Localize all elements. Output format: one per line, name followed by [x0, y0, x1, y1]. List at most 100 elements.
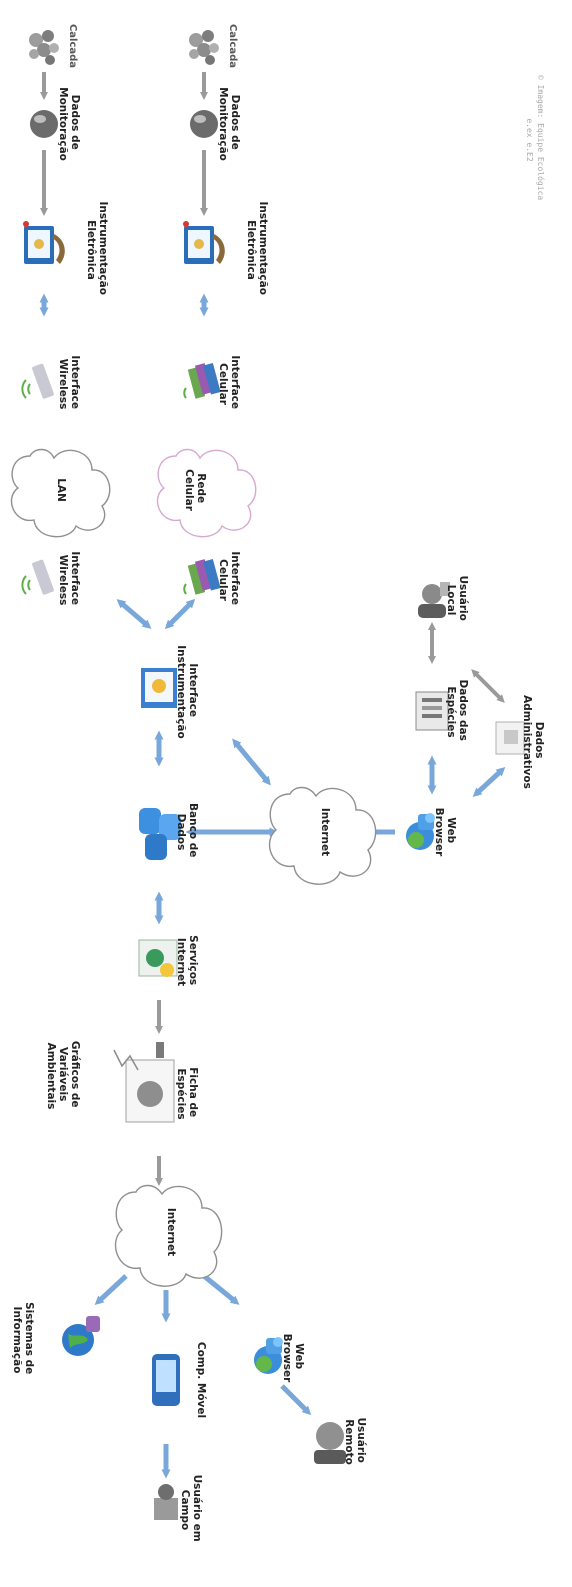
label-line: Browser — [433, 808, 445, 857]
label-line: Celular — [217, 363, 229, 406]
label-web-browser-mid: Web Browser — [433, 808, 457, 857]
label-usuario-remoto: Usuário Remoto — [343, 1418, 367, 1467]
labels: Calcada Calcada Dados de Monitoração Dad… — [11, 24, 546, 1546]
label-line: Interface — [229, 551, 241, 605]
label-line: Sistemas de — [23, 1302, 35, 1374]
label-line: Usuário — [457, 576, 469, 621]
label-interface-wireless-2: Interface Wireless — [57, 551, 81, 608]
label-interface-celular-2: Interface Celular — [217, 551, 241, 608]
label-usuario-local: Usuário Local — [445, 576, 469, 625]
local-user-icon — [418, 582, 450, 618]
label-line: Dados de — [69, 95, 81, 150]
internet-cloud-low — [114, 1184, 223, 1287]
label-line: Instrumentação — [257, 201, 269, 294]
label-line: Wireless — [57, 555, 69, 606]
label-interface-instrumentacao: Interface Instrumentação — [175, 645, 199, 738]
web-browser-icon — [254, 1337, 283, 1374]
label-line: Eletrônica — [85, 220, 97, 280]
label-line: Informação — [11, 1307, 23, 1374]
cellular-card-icon — [183, 558, 221, 595]
instrument-interface-icon — [141, 668, 177, 708]
label-servicos-internet: Serviços Internet — [175, 935, 199, 989]
arrows — [39, 72, 506, 1479]
watermark-line: e.ex e.E2 — [525, 118, 534, 162]
internet-cloud-mid — [268, 786, 377, 885]
arrow-admin-usuario — [471, 669, 505, 703]
label-line: Instrumentação — [175, 645, 187, 738]
species-data-icon — [415, 691, 449, 731]
label-internet-mid: Internet — [319, 808, 331, 856]
label-calcada-2: Calcada — [227, 24, 238, 68]
clouds — [10, 448, 377, 1287]
icons — [21, 30, 525, 1520]
label-calcada-1: Calcada — [67, 24, 78, 68]
label-line: Gráficos de — [69, 1041, 81, 1108]
arrow-interface-internet — [232, 738, 271, 786]
label-line: Dados — [533, 722, 545, 759]
label-line: Ambientais — [45, 1043, 57, 1110]
arrow-browser-remoto — [280, 1384, 312, 1416]
label-internet-low: Internet — [165, 1208, 177, 1256]
instrumentation-icon — [183, 221, 225, 264]
label-line: Espécies — [445, 686, 457, 737]
label-line: Usuário em — [191, 1475, 203, 1542]
instrumentation-icon — [23, 221, 65, 264]
arrow-browser-admin — [472, 766, 506, 798]
label-line: Dados das — [457, 680, 469, 741]
label-instrumentacao-1: Instrumentação Eletrônica — [85, 201, 109, 298]
label-line: Eletrônica — [245, 220, 257, 280]
label-line: Interface — [69, 551, 81, 605]
label-line: Ficha de — [187, 1067, 199, 1117]
label-lan: LAN — [55, 478, 67, 502]
label-line: Web — [445, 817, 457, 843]
label-line: Campo — [179, 1490, 191, 1530]
information-system-icon — [62, 1316, 100, 1356]
internet-services-icon — [138, 939, 178, 977]
label-line: Internet — [175, 938, 187, 986]
wireless-card-icon — [21, 363, 54, 399]
lan-cloud — [10, 448, 111, 538]
label-banco-dados: Banco de Dados — [175, 803, 199, 861]
calcada-stones-icon — [189, 30, 219, 65]
label-instrumentacao-2: Instrumentação Eletrônica — [245, 201, 269, 298]
calcada-stones-icon — [29, 30, 59, 65]
admin-data-icon — [495, 721, 525, 755]
label-line: Local — [445, 585, 457, 616]
remote-user-icon — [314, 1422, 346, 1464]
arrow-wireless-interface — [116, 599, 152, 629]
label-dados-monitoracao-1: Dados de Monitoração — [57, 87, 81, 161]
data-sphere-icon — [30, 110, 58, 138]
label-line: Remoto — [343, 1419, 355, 1465]
label-line: Wireless — [57, 359, 69, 410]
label-line: Web — [293, 1343, 305, 1369]
label-line: Interface — [229, 355, 241, 409]
label-usuario-campo: Usuário em Campo — [179, 1475, 203, 1546]
label-line: Instrumentação — [97, 201, 109, 294]
label-line: Variáveis — [57, 1047, 69, 1101]
label-line: Administrativos — [521, 695, 533, 789]
data-sphere-icon — [190, 110, 218, 138]
label-web-browser-low: Web Browser — [281, 1334, 305, 1383]
label-line: Monitoração — [57, 87, 69, 161]
label-line: Banco de — [187, 803, 199, 857]
label-graficos: Gráficos de Variáveis Ambientais — [45, 1041, 81, 1111]
label-line: Espécies — [175, 1068, 187, 1119]
label-comp-movel: Comp. Móvel — [195, 1342, 207, 1418]
label-interface-celular-1: Interface Celular — [217, 355, 241, 412]
database-icon — [139, 808, 181, 860]
mobile-computer-icon — [152, 1354, 180, 1406]
watermark-line: © Imagem: Equipe Ecológica — [536, 75, 546, 200]
label-dados-especies: Dados das Espécies — [445, 680, 469, 745]
label-line: Interface — [69, 355, 81, 409]
label-line: Dados — [175, 814, 187, 851]
label-line: Celular — [217, 559, 229, 602]
label-line: Monitoração — [217, 87, 229, 161]
label-line: Serviços — [187, 935, 199, 985]
watermark-text: © Imagem: Equipe Ecológica e.ex e.E2 — [525, 75, 546, 205]
label-dados-administrativos: Dados Administrativos — [521, 695, 545, 789]
rede-celular-cloud — [156, 448, 257, 538]
label-rede-celular: Rede Celular — [183, 469, 207, 512]
label-line: Browser — [281, 1334, 293, 1383]
